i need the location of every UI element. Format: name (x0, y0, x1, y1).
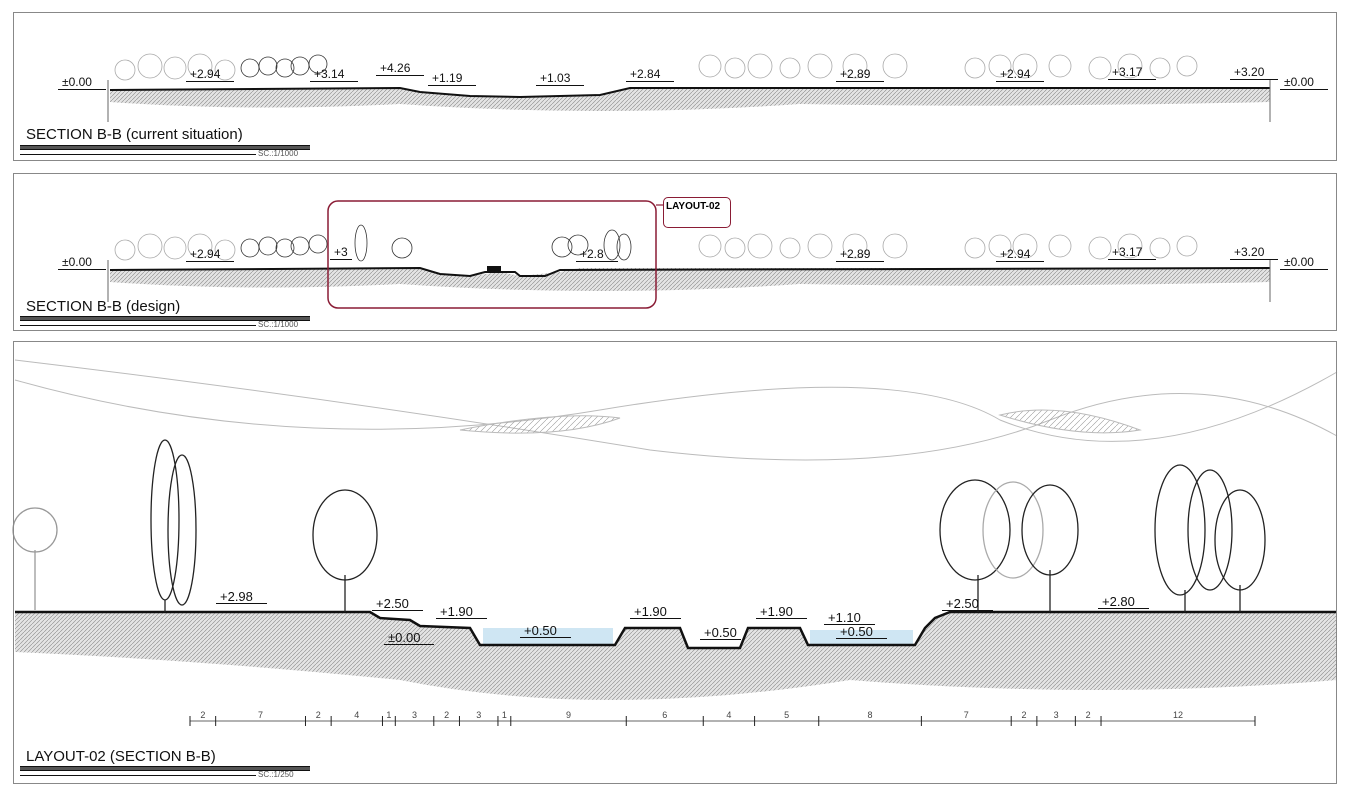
level-label: +1.19 (428, 72, 477, 86)
level-label: +2.89 (836, 68, 885, 82)
level-label: +2.94 (996, 68, 1045, 82)
dimension-value: 5 (784, 710, 790, 720)
level-label: +2.94 (186, 248, 235, 262)
level-label: +2.50 (942, 597, 993, 611)
dimension-value: 2 (444, 710, 450, 720)
level-label: +2.94 (996, 248, 1045, 262)
dimension-value: 4 (354, 710, 360, 720)
level-label: +3.14 (310, 68, 359, 82)
title-underline (20, 766, 310, 771)
ground-profile-current (107, 80, 1271, 122)
level-label: ±0.00 (384, 631, 435, 645)
trees-design (114, 224, 1198, 262)
level-label: +2.8 (576, 248, 618, 262)
dimension-value: 2 (200, 710, 206, 720)
panel-current-situation (13, 12, 1337, 161)
dimension-value: 1 (501, 710, 507, 720)
dimension-value: 2 (1021, 710, 1027, 720)
level-label: ±0.00 (58, 76, 106, 90)
callout-frame (327, 200, 657, 309)
callout-label: LAYOUT-02 (666, 201, 721, 212)
trees-layout (12, 439, 1266, 612)
dimension-value: 2 (315, 710, 321, 720)
dimension-line (189, 716, 1256, 726)
level-label: +0.50 (700, 626, 741, 640)
level-label: +2.89 (836, 248, 885, 262)
dimension-value: 3 (1053, 710, 1059, 720)
title-underline (20, 316, 310, 321)
level-label: +3.17 (1108, 246, 1157, 260)
title-underline (20, 145, 310, 150)
dimension-value: 8 (867, 710, 873, 720)
level-label: ±0.00 (58, 256, 106, 270)
dimension-value: 3 (476, 710, 482, 720)
trees-current (114, 53, 1198, 81)
dimension-value: 12 (1172, 710, 1184, 720)
dimension-value: 7 (963, 710, 969, 720)
level-label: +1.10 (824, 611, 875, 625)
level-label: +4.26 (376, 62, 425, 76)
level-label: ±0.00 (1280, 76, 1328, 90)
panel-design (13, 173, 1337, 331)
level-label: +0.50 (836, 625, 887, 639)
panel-layout-02 (13, 341, 1337, 784)
section-title: LAYOUT-02 (SECTION B-B) (26, 748, 216, 765)
dimension-value: 7 (258, 710, 264, 720)
level-label: +2.80 (1098, 595, 1149, 609)
section-title: SECTION B-B (current situation) (26, 126, 243, 143)
level-label: +3.20 (1230, 246, 1279, 260)
sky-waves (14, 359, 1338, 461)
level-label: +3.20 (1230, 66, 1279, 80)
dimension-value: 3 (412, 710, 418, 720)
level-label: +2.94 (186, 68, 235, 82)
level-label: +1.90 (756, 605, 807, 619)
dimension-value: 6 (662, 710, 668, 720)
dimension-value: 2 (1085, 710, 1091, 720)
level-label: +2.98 (216, 590, 267, 604)
level-label: +2.84 (626, 68, 675, 82)
ground-profile-layout (15, 610, 1337, 700)
level-label: +2.50 (372, 597, 423, 611)
level-label: +3.17 (1108, 66, 1157, 80)
scale-label: SC.:1/1000 (258, 320, 299, 329)
ground-profile-design (107, 260, 1271, 302)
scale-label: SC.:1/1000 (258, 149, 299, 158)
scale-label: SC.:1/250 (258, 770, 294, 779)
level-label: ±0.00 (1280, 256, 1328, 270)
section-title: SECTION B-B (design) (26, 298, 181, 315)
level-label: +1.90 (436, 605, 487, 619)
layout-callout-tag: LAYOUT-02 (663, 197, 731, 228)
level-label: +1.03 (536, 72, 585, 86)
level-label: +3 (330, 246, 352, 260)
level-label: +0.50 (520, 624, 571, 638)
dimension-value: 1 (386, 710, 392, 720)
level-label: +1.90 (630, 605, 681, 619)
dimension-value: 4 (726, 710, 732, 720)
dimension-value: 9 (566, 710, 572, 720)
